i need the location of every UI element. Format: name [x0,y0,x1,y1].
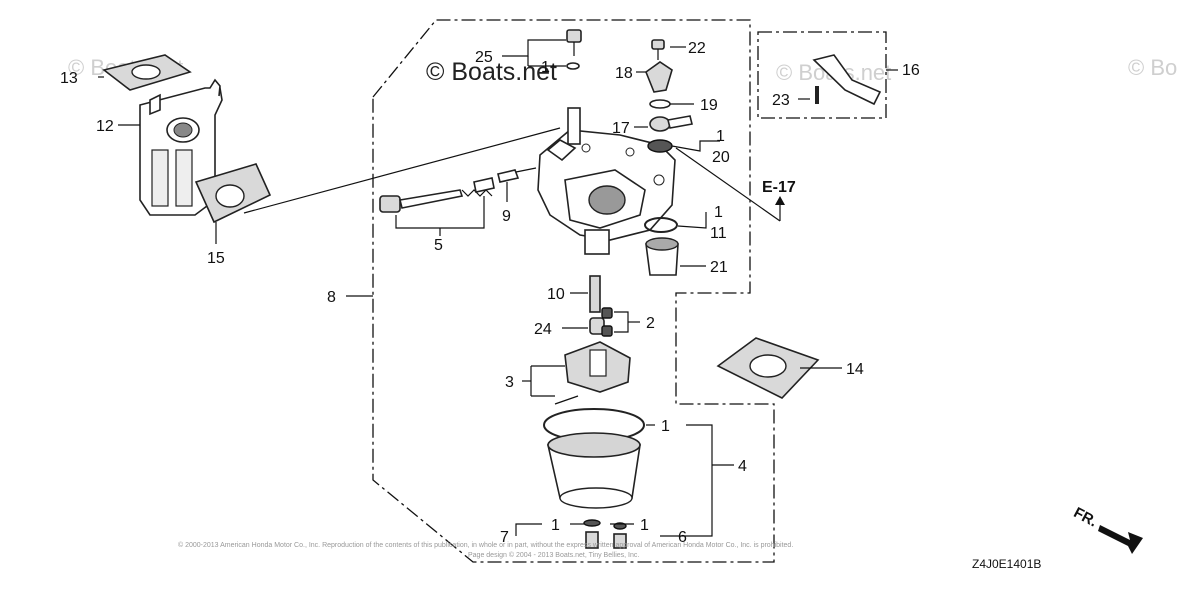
callout-4: 4 [738,458,747,475]
gasket-14 [716,337,820,399]
drain-screw-7 [585,531,599,549]
callout-7: 7 [500,529,509,546]
ring-20 [647,139,673,153]
e17-leader-line [675,147,781,222]
lever-18 [645,61,673,93]
callout-6: 6 [678,529,687,546]
lever-16 [812,54,882,106]
callout-22: 22 [688,40,706,57]
front-direction-arrow [1098,525,1143,554]
copyright-line-2: Page design © 2004 - 2013 Boats.net, Tin… [468,551,639,559]
lever-kit-box [757,31,887,119]
watermark-main: © Boats.net [426,58,557,86]
gasket-15 [194,163,272,224]
callout-24: 24 [534,321,552,338]
carburetor-body [537,107,676,255]
e17-arrow-head [775,196,785,205]
callout-2: 2 [646,315,655,332]
pilot-screw-5 [379,177,495,213]
assembly-8-outline [372,19,775,563]
callout-23: 23 [772,92,790,109]
lever-17 [649,115,693,132]
gasket-13 [102,54,192,91]
leader-lines [98,39,898,537]
callout-17: 17 [612,120,630,137]
screw-25 [566,29,582,70]
callout-25: 25 [475,49,493,66]
throttle-stop-screw-9 [497,167,537,183]
callout-1-bowl: 1 [661,418,670,435]
cap-21 [645,237,679,276]
callout-14: 14 [846,361,864,378]
callout-11: 11 [710,225,727,242]
callout-1-20: 1 [716,128,725,145]
callout-10: 10 [547,286,565,303]
jet-2 [601,307,613,337]
watermark-faded-3: © Bo [1128,55,1177,80]
reference-e17: E-17 [762,179,796,196]
callout-12: 12 [96,118,114,135]
callout-16: 16 [902,62,920,79]
main-nozzle-10 [589,275,601,313]
float-3 [554,341,631,405]
callout-1-11: 1 [714,204,723,221]
callout-1-7: 1 [551,517,560,534]
washer-1-7 [583,519,601,527]
float-bowl-4 [543,408,645,509]
drain-screw-6 [613,533,627,549]
callout-3: 3 [505,374,514,391]
callout-18: 18 [615,65,633,82]
callout-13: 13 [60,70,78,87]
callout-1-top: 1 [541,59,550,76]
screw-22 [651,39,665,60]
callout-19: 19 [700,97,718,114]
front-label: FR. [1071,504,1100,530]
gasket-leader-line [243,127,561,214]
washer-19 [649,99,671,109]
callout-15: 15 [207,250,225,267]
o-ring-11 [644,217,678,233]
callout-20: 20 [712,149,730,166]
callout-1-6: 1 [640,517,649,534]
callout-9: 9 [502,208,511,225]
callout-21: 21 [710,259,728,276]
callout-5: 5 [434,237,443,254]
diagram-code: Z4J0E1401B [972,557,1041,571]
callout-8: 8 [327,289,336,306]
copyright-line-1: © 2000-2013 American Honda Motor Co., In… [178,541,793,549]
